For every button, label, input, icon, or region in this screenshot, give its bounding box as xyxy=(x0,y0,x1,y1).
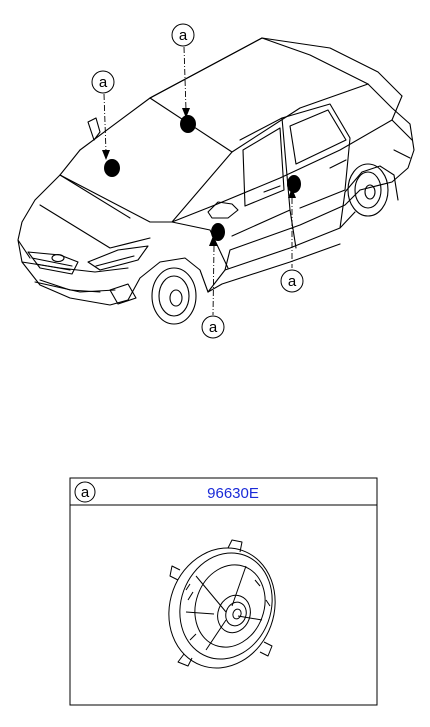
callout-left: a xyxy=(91,70,115,94)
speaker-drawing-icon xyxy=(168,539,276,669)
speaker-marker-icon xyxy=(180,115,196,133)
speaker-marker-icon xyxy=(287,175,301,193)
callout-bottom: a xyxy=(201,315,225,339)
car-outline-icon xyxy=(17,37,415,325)
part-box: a 96630E xyxy=(69,477,378,706)
leader-lines xyxy=(103,46,293,316)
leader-arrowheads xyxy=(102,108,296,246)
speaker-marker-icon xyxy=(104,159,120,177)
arrow-icon xyxy=(209,236,218,246)
part-box-letter: a xyxy=(81,484,90,501)
callout-letter: a xyxy=(179,27,188,44)
speaker-marker-icon xyxy=(211,223,225,241)
arrow-icon xyxy=(288,188,296,198)
callout-letter: a xyxy=(288,273,297,290)
arrow-icon xyxy=(182,108,190,118)
part-number[interactable]: 96630E xyxy=(207,485,259,502)
arrow-icon xyxy=(102,150,110,160)
callout-letter: a xyxy=(209,319,218,336)
callout-top-center: a xyxy=(171,23,195,47)
callout-right: a xyxy=(280,269,304,293)
callout-letter: a xyxy=(99,74,108,91)
speaker-markers xyxy=(104,115,301,241)
